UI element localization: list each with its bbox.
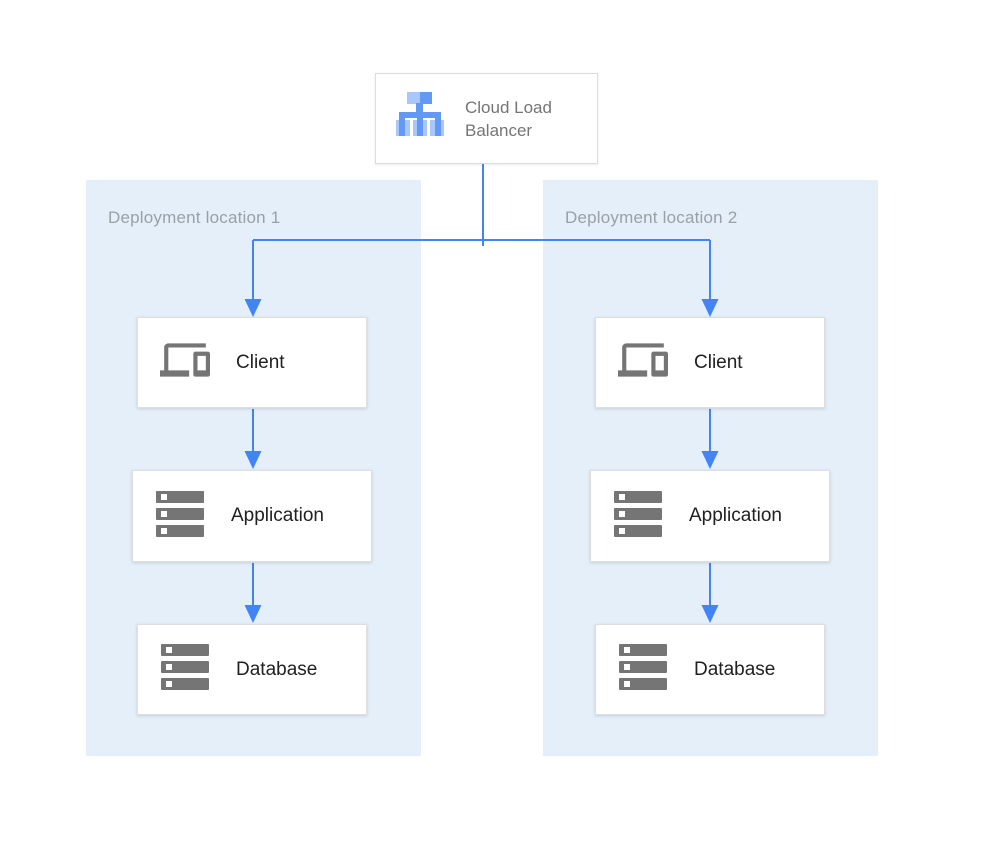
servers-icon bbox=[613, 490, 663, 542]
servers-icon bbox=[155, 490, 205, 542]
devices-icon bbox=[618, 340, 668, 385]
servers-icon bbox=[618, 644, 668, 695]
database-node-2: Database bbox=[595, 624, 825, 715]
servers-icon bbox=[160, 644, 210, 695]
database-label: Database bbox=[694, 658, 776, 680]
deployment-location-1-label: Deployment location 1 bbox=[108, 208, 281, 227]
application-node-2: Application bbox=[590, 470, 830, 562]
devices-icon bbox=[160, 340, 210, 385]
application-label: Application bbox=[689, 505, 782, 526]
database-label: Database bbox=[236, 658, 318, 680]
cloud-load-balancer-node: Cloud Load Balancer bbox=[375, 73, 598, 164]
client-label: Client bbox=[694, 351, 743, 373]
client-node-2: Client bbox=[595, 317, 825, 408]
application-node-1: Application bbox=[132, 470, 372, 562]
client-label: Client bbox=[236, 351, 285, 373]
database-node-1: Database bbox=[137, 624, 367, 715]
cloud-load-balancer-label: Cloud Load Balancer bbox=[465, 97, 552, 140]
deployment-location-2-label: Deployment location 2 bbox=[565, 208, 738, 227]
client-node-1: Client bbox=[137, 317, 367, 408]
load-balancer-icon bbox=[393, 90, 447, 147]
application-label: Application bbox=[231, 505, 324, 526]
